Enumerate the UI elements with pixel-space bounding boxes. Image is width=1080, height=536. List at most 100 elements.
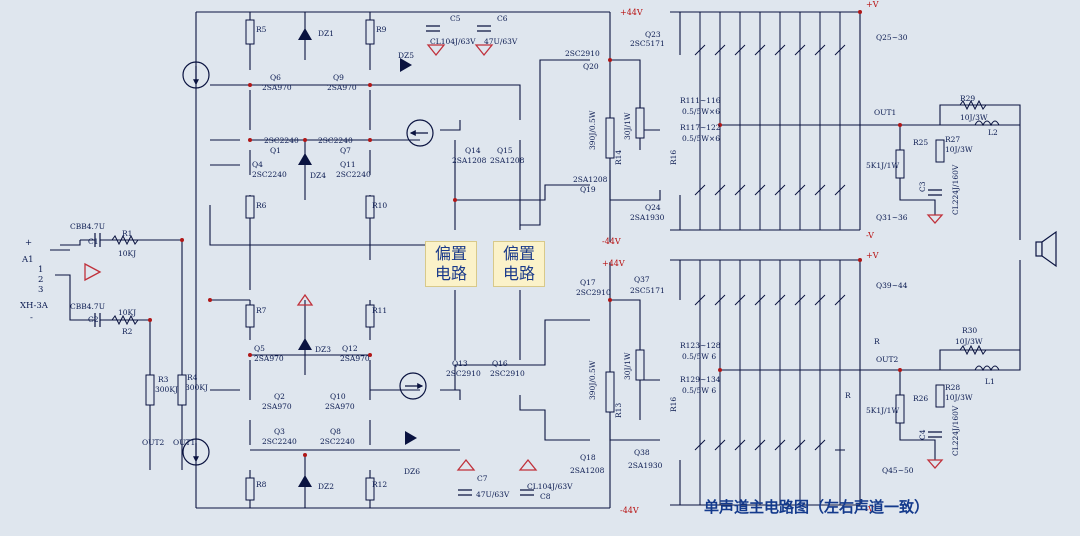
bias-right-line2: 电路 xyxy=(502,264,535,283)
bias-left-line2: 电路 xyxy=(434,264,467,283)
dz6: DZ6 xyxy=(404,467,420,476)
rail-neg-right2-label: -V xyxy=(866,505,874,514)
out1-right: OUT1 xyxy=(874,108,896,117)
r129-val: 0.5/5W 6 xyxy=(682,386,716,395)
r25-val: 5K1J/1W xyxy=(866,161,899,170)
c6: C6 xyxy=(497,14,508,23)
c1-value: CBB4.7U xyxy=(70,222,105,231)
q4: Q4 xyxy=(252,160,263,169)
r5: R5 xyxy=(256,25,267,34)
r4-ref: R4 xyxy=(187,373,198,382)
q18-part: 2SA1208 xyxy=(570,466,605,475)
rail-pos-top-label: +44V xyxy=(620,8,643,17)
bias-right-line1: 偏置 xyxy=(502,244,535,263)
q10-part: 2SA970 xyxy=(325,402,355,411)
q13: Q13 xyxy=(452,359,468,368)
pin-2: 2 xyxy=(38,275,43,285)
r14: R14 xyxy=(614,150,623,165)
dz3: DZ3 xyxy=(315,345,331,354)
r16b-val: 30J/1W xyxy=(623,352,632,380)
r7: R7 xyxy=(256,306,267,315)
c8: C8 xyxy=(540,492,551,501)
q11-part: 2SC2240 xyxy=(336,170,371,179)
pin-1: 1 xyxy=(38,265,43,275)
resistors xyxy=(145,19,945,501)
q18: Q18 xyxy=(580,453,596,462)
rail-neg-right-label: -V xyxy=(866,231,874,240)
dz5: DZ5 xyxy=(398,51,414,60)
c8-val: CL104J/63V xyxy=(527,482,573,491)
r16-bottom: R16 xyxy=(669,397,678,412)
r117-val: 0.5/5W×6 xyxy=(682,134,720,143)
dz4: DZ4 xyxy=(310,171,326,180)
q1: Q1 xyxy=(270,146,281,155)
rail-pos-mid-label: +44V xyxy=(602,259,625,268)
q3-part: 2SC2240 xyxy=(262,437,297,446)
diagram-title: 单声道主电路图（左右声道一致） xyxy=(704,498,930,516)
q31-36: Q31~36 xyxy=(876,213,908,222)
q38-part: 2SA1930 xyxy=(628,461,663,470)
speaker-icon xyxy=(1035,230,1057,268)
q2: Q2 xyxy=(274,392,285,401)
q20-part: 2SC2910 xyxy=(565,49,600,58)
junction-dots xyxy=(148,10,902,457)
output-columns-bottom xyxy=(694,260,846,505)
r1-ref: R1 xyxy=(122,229,132,238)
q17-part: 2SC2910 xyxy=(576,288,611,297)
bias-left-line1: 偏置 xyxy=(434,244,467,263)
input-connector: A1 xyxy=(21,255,34,265)
q38: Q38 xyxy=(634,448,650,457)
q9: Q9 xyxy=(333,73,344,82)
r29-val: 10J/3W xyxy=(960,113,988,122)
q3: Q3 xyxy=(274,427,285,436)
r3-ref: R3 xyxy=(158,375,169,384)
r2-val: 10KJ xyxy=(118,308,136,317)
q23-part: 2SC5171 xyxy=(630,39,665,48)
r2-ref: R2 xyxy=(122,327,133,336)
pin-3: 3 xyxy=(38,285,43,295)
r123-128: R123~128 xyxy=(680,341,721,350)
r30-val: 10J/3W xyxy=(955,337,983,346)
q23: Q23 xyxy=(645,30,661,39)
c6-val: 47U/63V xyxy=(484,37,518,46)
output-columns-top xyxy=(694,12,846,230)
c7-val: 47U/63V xyxy=(476,490,510,499)
q8: Q8 xyxy=(330,427,341,436)
q37: Q37 xyxy=(634,275,650,284)
r27-val: 10J/3W xyxy=(945,145,973,154)
r111-val: 0.5/5W×6 xyxy=(682,107,720,116)
q10: Q10 xyxy=(330,392,346,401)
r9: R9 xyxy=(376,25,387,34)
q13-part: 2SC2910 xyxy=(446,369,481,378)
r25: R25 xyxy=(913,138,928,147)
zigzag-resistors xyxy=(111,99,1000,372)
rail-pos-right-label: +V xyxy=(866,0,879,9)
r16-val: 30J/1W xyxy=(623,112,632,140)
r28: R28 xyxy=(945,383,960,392)
q11: Q11 xyxy=(340,160,356,169)
rail-neg-bottom-label: -44V xyxy=(620,506,639,515)
dz1: DZ1 xyxy=(318,29,334,38)
bias-circuit-right: 偏置 电路 xyxy=(493,241,545,287)
input-minus: - xyxy=(30,313,33,323)
q12: Q12 xyxy=(342,344,358,353)
labels: + A1 1 2 3 XH-3A - CBB4.7U C1 CBB4.7U C2… xyxy=(20,0,998,515)
r-mark2: R xyxy=(845,391,851,400)
zener-diodes xyxy=(298,28,417,487)
r29: R29 xyxy=(960,94,975,103)
c1-ref: C1 xyxy=(88,237,99,246)
q7: Q7 xyxy=(340,146,351,155)
r117-122: R117~122 xyxy=(680,123,721,132)
r1-val: 10KJ xyxy=(118,249,136,258)
r6: R6 xyxy=(256,201,267,210)
c5-val: CL104J/63V xyxy=(430,37,476,46)
q25-30: Q25~30 xyxy=(876,33,908,42)
r13-val: 390J/0.5W xyxy=(588,360,597,400)
input-part: XH-3A xyxy=(20,301,49,311)
r8: R8 xyxy=(256,480,267,489)
q12-part: 2SA970 xyxy=(340,354,370,363)
q16: Q16 xyxy=(492,359,508,368)
r129-134: R129~134 xyxy=(680,375,721,384)
input-plus: + xyxy=(25,238,32,248)
